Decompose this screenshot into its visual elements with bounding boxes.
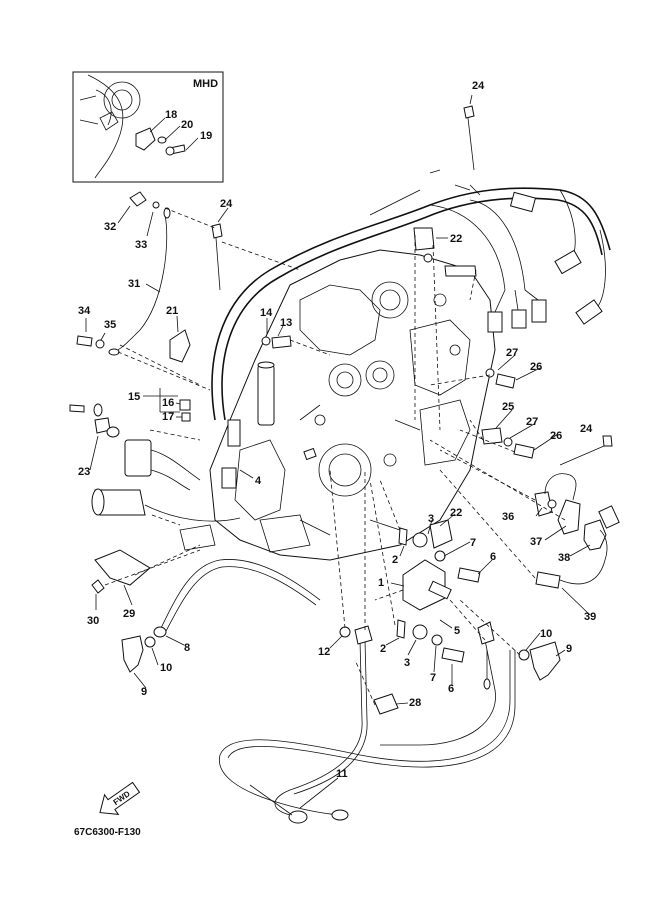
leader-lines xyxy=(85,94,591,809)
callout-28: 28 xyxy=(409,697,421,709)
inset-title: MHD xyxy=(193,78,218,90)
right-components xyxy=(211,105,620,589)
engine-block xyxy=(179,249,496,561)
callout-12: 12 xyxy=(318,646,330,658)
callout-27-top: 27 xyxy=(506,347,518,359)
callout-15: 15 xyxy=(128,391,140,403)
callout-7-top: 7 xyxy=(470,537,476,549)
callout-22-mid: 22 xyxy=(450,507,462,519)
callout-21: 21 xyxy=(166,305,178,317)
callout-10-right: 10 xyxy=(540,628,552,640)
callout-9-right: 9 xyxy=(566,643,572,655)
callout-numbers: 18 20 19 24 32 33 24 22 31 21 14 13 34 3… xyxy=(78,80,596,780)
wiring-harness xyxy=(211,169,611,421)
callout-30: 30 xyxy=(87,615,99,627)
callout-19: 19 xyxy=(200,130,212,142)
drawing-code: 67C6300-F130 xyxy=(74,827,141,838)
callout-9-left: 9 xyxy=(141,686,147,698)
callout-17: 17 xyxy=(162,411,174,423)
callout-23: 23 xyxy=(78,466,90,478)
callout-3-top: 3 xyxy=(428,513,434,525)
callout-39: 39 xyxy=(584,611,596,623)
callout-24-right: 24 xyxy=(580,423,593,435)
callout-7-bottom: 7 xyxy=(430,672,436,684)
callout-4: 4 xyxy=(255,475,262,487)
callout-33: 33 xyxy=(135,239,147,251)
callout-25: 25 xyxy=(502,401,514,413)
callout-27-mid: 27 xyxy=(526,416,538,428)
left-components xyxy=(69,191,321,673)
callout-6-top: 6 xyxy=(490,551,496,563)
callout-36: 36 xyxy=(502,511,514,523)
callout-35: 35 xyxy=(104,319,116,331)
callout-29: 29 xyxy=(123,608,135,620)
callout-20: 20 xyxy=(181,119,193,131)
callout-31: 31 xyxy=(128,278,140,290)
callout-22-top: 22 xyxy=(450,233,462,245)
callout-34: 34 xyxy=(78,305,91,317)
harness-connectors xyxy=(303,191,603,461)
center-components xyxy=(218,227,561,824)
callout-24-mid: 24 xyxy=(220,198,233,210)
callout-16: 16 xyxy=(162,397,174,409)
callout-2-bottom: 2 xyxy=(380,643,386,655)
callout-26-mid: 26 xyxy=(550,430,562,442)
callout-3-bottom: 3 xyxy=(404,657,410,669)
callout-32: 32 xyxy=(104,221,116,233)
callout-11: 11 xyxy=(336,768,348,780)
callout-5: 5 xyxy=(454,625,460,637)
callout-2-top: 2 xyxy=(392,554,398,566)
callout-37: 37 xyxy=(530,536,542,548)
callout-13: 13 xyxy=(280,317,292,329)
callout-38: 38 xyxy=(558,552,570,564)
callout-8: 8 xyxy=(184,642,190,654)
mhd-inset: MHD xyxy=(72,71,224,183)
callout-26-top: 26 xyxy=(530,361,542,373)
callout-18: 18 xyxy=(165,109,177,121)
callout-6-bottom: 6 xyxy=(448,683,454,695)
callout-24-top: 24 xyxy=(472,80,485,92)
callout-10-left: 10 xyxy=(160,662,172,674)
reference-lines xyxy=(104,207,566,706)
fwd-arrow-icon: FWD xyxy=(99,781,141,816)
callout-14: 14 xyxy=(260,307,273,319)
callout-1: 1 xyxy=(378,577,384,589)
